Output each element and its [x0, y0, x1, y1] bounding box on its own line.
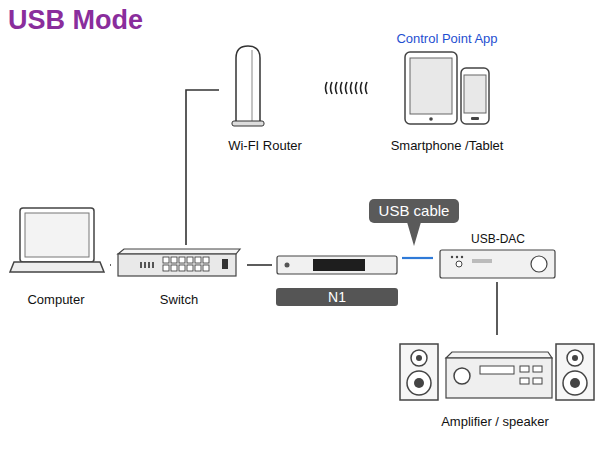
network-cable-line [247, 264, 272, 266]
port [203, 257, 209, 263]
page-title: USB Mode [8, 4, 143, 36]
amplifier-speaker-node: Amplifier / speaker [392, 335, 598, 435]
port [187, 257, 193, 263]
usb-dac-icon [440, 250, 555, 278]
wave-arc [341, 82, 343, 94]
speaker-icon [400, 344, 438, 400]
router-node: Wi-FI Router [219, 40, 311, 156]
switch-node: Switch [111, 245, 247, 310]
port [179, 265, 185, 271]
port [171, 265, 177, 271]
router-icon [232, 46, 264, 126]
phone-tablet-node: Control Point AppSmartphone /Tablet [375, 27, 519, 157]
wireless-signal [326, 82, 368, 94]
wave-arc [326, 82, 328, 94]
device-label: Amplifier / speaker [392, 414, 598, 430]
device-label: Wi-FI Router [219, 138, 311, 154]
port [203, 265, 209, 271]
tablet-icon [405, 52, 457, 124]
n1-device-icon [277, 256, 397, 274]
port [187, 265, 193, 271]
usb-cable-line [402, 257, 433, 259]
port [179, 257, 185, 263]
amplifier-icon [446, 352, 552, 398]
computer-node: Computer [2, 200, 110, 310]
device-name-bar: N1 [276, 288, 398, 306]
speaker-icon [556, 344, 594, 400]
cable-callout: USB cable [369, 199, 460, 223]
wave-arc [331, 82, 333, 94]
vent [148, 262, 150, 268]
wave-arc [346, 82, 348, 94]
port [163, 265, 169, 271]
vent [140, 262, 142, 268]
network-cable-line [110, 264, 111, 266]
vent [152, 262, 154, 268]
wave-arc [366, 82, 368, 94]
wave-arc [336, 82, 338, 94]
callout-pointer [407, 222, 421, 246]
n1-player-node: N1 [272, 250, 402, 310]
device-label: Switch [111, 292, 247, 308]
network-cable-line [186, 90, 219, 245]
device-label: Computer [2, 292, 110, 308]
port [195, 265, 201, 271]
usb-dac-node: USB-DAC [433, 228, 563, 282]
device-label: Smartphone /Tablet [375, 138, 519, 154]
vent [144, 262, 146, 268]
port [163, 257, 169, 263]
phone-icon [461, 68, 489, 124]
wave-arc [356, 82, 358, 94]
device-label: USB-DAC [433, 231, 563, 247]
wave-arc [351, 82, 353, 94]
port [171, 257, 177, 263]
network-cable-line [496, 282, 498, 335]
device-label: Control Point App [375, 31, 519, 47]
switch-icon [118, 249, 240, 276]
laptop-icon [10, 208, 104, 272]
wave-arc [361, 82, 363, 94]
port [195, 257, 201, 263]
